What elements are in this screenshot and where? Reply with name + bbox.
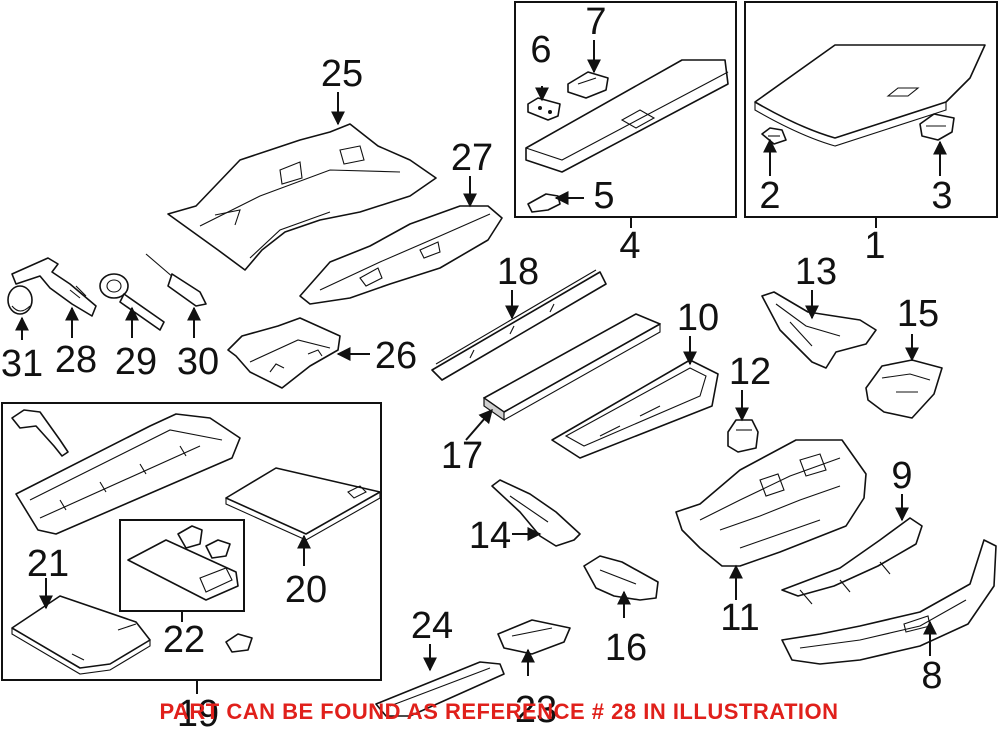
part-31-cap <box>7 285 33 315</box>
callout-7: 7 <box>585 1 606 43</box>
part-3-handle <box>919 113 955 141</box>
part-9-rear-trim <box>781 517 923 605</box>
part-4-floor-panel <box>525 59 729 173</box>
callout-11: 11 <box>720 597 759 639</box>
callout-10: 10 <box>677 297 719 339</box>
callout-numbers: 1 2 3 4 5 6 7 8 9 10 11 12 13 14 15 16 1… <box>1 1 953 729</box>
callout-1: 1 <box>864 225 885 267</box>
part-5-bracket <box>527 193 561 213</box>
callout-29: 29 <box>115 341 157 383</box>
part-15-bracket <box>865 359 943 419</box>
callout-14: 14 <box>469 515 511 557</box>
part-19-tool <box>11 409 69 457</box>
callout-18: 18 <box>497 251 539 293</box>
part-24-sill <box>375 661 505 717</box>
callout-24: 24 <box>411 605 453 647</box>
group-box-1 <box>744 1 998 218</box>
part-30-screwdriver <box>145 253 207 307</box>
callout-20: 20 <box>285 569 327 611</box>
callout-25: 25 <box>321 53 363 95</box>
part-29-tow-eye <box>99 273 165 331</box>
reference-caption: PART CAN BE FOUND AS REFERENCE # 28 IN I… <box>159 699 838 724</box>
part-2-clip <box>761 127 787 145</box>
callout-21: 21 <box>27 543 69 585</box>
part-25-floor-carpet <box>167 123 437 271</box>
part-22-components <box>127 525 253 653</box>
part-12-clip <box>727 419 759 453</box>
callout-28: 28 <box>55 339 97 381</box>
part-11-floor-pan <box>675 439 867 567</box>
part-27-rear-mat <box>299 205 503 305</box>
part-8-sill-plate <box>781 539 997 665</box>
part-13-side-trim <box>761 291 877 369</box>
part-28-jack-handle <box>11 257 97 317</box>
part-20-panel <box>225 467 381 541</box>
part-17-panel <box>483 313 661 422</box>
callout-17: 17 <box>441 435 483 477</box>
part-7-pad <box>567 71 609 99</box>
callout-8: 8 <box>921 655 942 697</box>
callout-4: 4 <box>619 225 640 267</box>
callout-31: 31 <box>1 343 43 385</box>
callout-5: 5 <box>593 175 614 217</box>
part-21-panel <box>11 595 151 675</box>
part-19-rail-assembly <box>15 413 241 535</box>
callout-13: 13 <box>795 251 837 293</box>
callout-16: 16 <box>605 627 647 669</box>
part-10-tray <box>551 359 719 459</box>
part-23-pad <box>497 619 571 655</box>
callout-15: 15 <box>897 293 939 335</box>
part-14-bracket <box>491 479 581 547</box>
callout-6: 6 <box>530 29 551 71</box>
callout-12: 12 <box>729 351 771 393</box>
group-box-4 <box>514 1 737 218</box>
callout-9: 9 <box>891 455 912 497</box>
part-16-bracket <box>583 555 659 601</box>
leader-arrows <box>15 40 947 676</box>
callout-23: 23 <box>515 689 557 729</box>
part-1-cover-panel <box>754 44 986 147</box>
callout-30: 30 <box>177 341 219 383</box>
part-6-plate <box>527 97 561 121</box>
part-26-tray <box>227 317 341 389</box>
callout-2: 2 <box>759 175 780 217</box>
callout-3: 3 <box>931 175 952 217</box>
group-box-19 <box>1 402 382 681</box>
callout-22: 22 <box>163 619 205 661</box>
arrow-17 <box>465 408 493 441</box>
callout-19: 19 <box>177 693 219 729</box>
callout-27: 27 <box>451 137 493 179</box>
callout-26: 26 <box>375 335 417 377</box>
